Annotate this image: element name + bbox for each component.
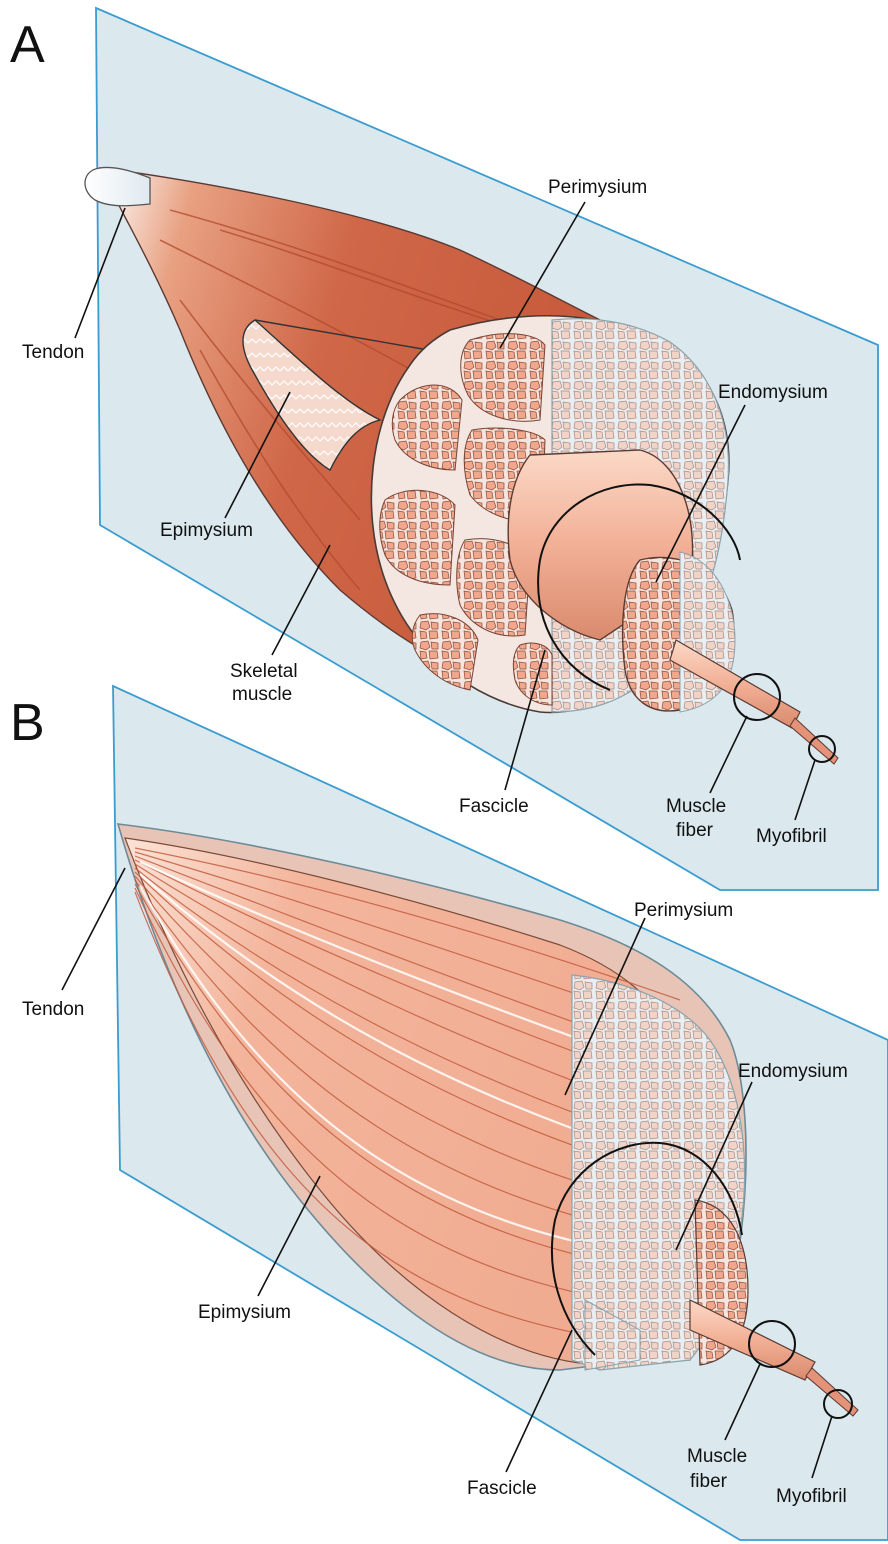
label-epimysium: Epimysium <box>160 520 253 541</box>
panel-b-letter: B <box>10 694 45 752</box>
label-tendon: Tendon <box>22 999 84 1020</box>
leader-tendon-b <box>62 868 125 990</box>
label-fascicle: Fascicle <box>467 1478 537 1499</box>
label-perimysium: Perimysium <box>548 177 647 198</box>
label-endomysium: Endomysium <box>718 382 828 403</box>
label-epimysium: Epimysium <box>198 1302 291 1323</box>
label-skeletal-muscle-line2: muscle <box>232 684 292 705</box>
label-muscle-fiber-line2: fiber <box>690 1471 728 1492</box>
label-endomysium: Endomysium <box>738 1061 848 1082</box>
label-fascicle: Fascicle <box>459 796 529 817</box>
panel-a-letter: A <box>10 16 45 74</box>
label-muscle-fiber-line1: Muscle <box>687 1446 747 1467</box>
label-tendon: Tendon <box>22 342 84 363</box>
label-muscle-fiber-line2: fiber <box>676 820 714 841</box>
label-myofibril: Myofibril <box>756 826 827 847</box>
label-myofibril: Myofibril <box>776 1486 847 1507</box>
label-muscle-fiber-line1: Muscle <box>666 796 726 817</box>
label-perimysium: Perimysium <box>634 900 733 921</box>
label-skeletal-muscle-line1: Skeletal <box>230 661 298 682</box>
